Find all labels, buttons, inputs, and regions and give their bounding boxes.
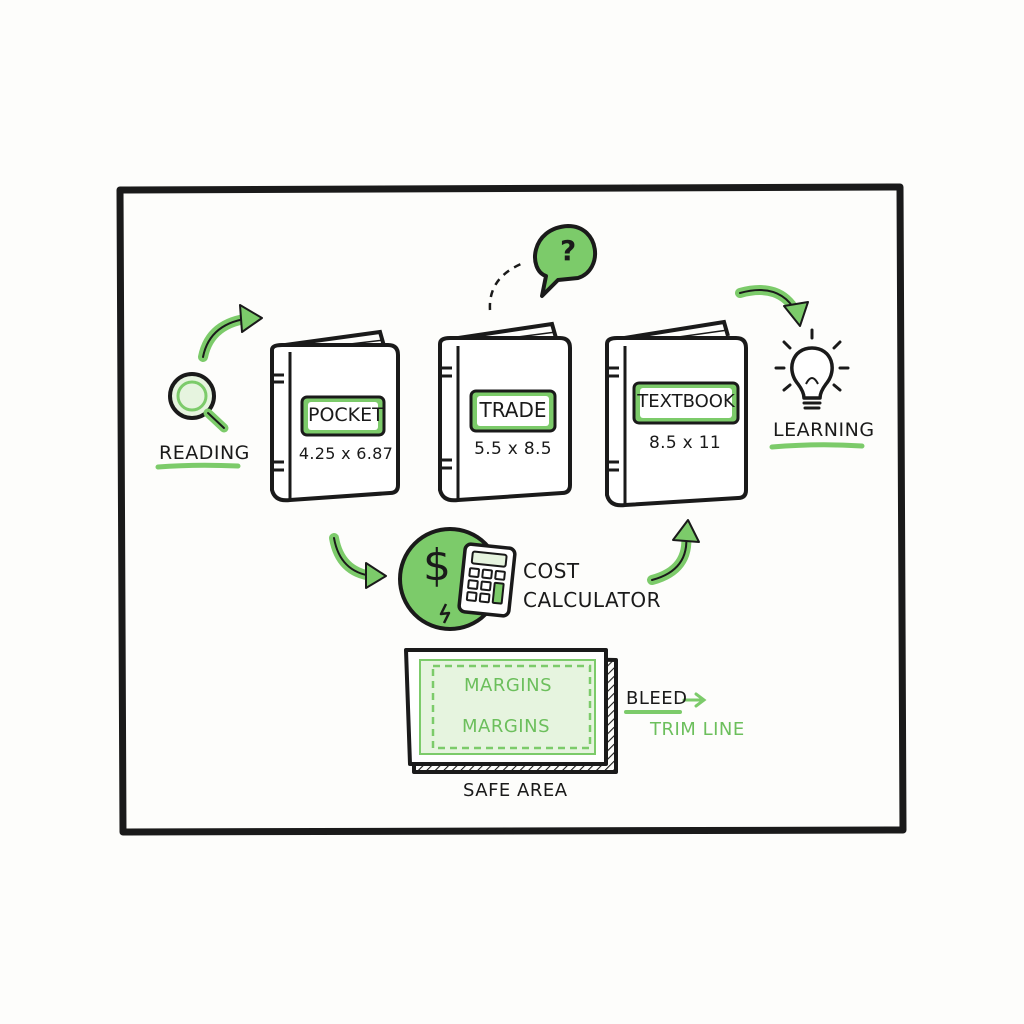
safe-area-label: SAFE AREA (463, 780, 568, 801)
cost-label: COST (523, 559, 580, 583)
learning-underline (769, 442, 865, 450)
outer-frame (116, 183, 907, 836)
arrow-reading-to-pocket (198, 304, 263, 362)
dashed-connector (488, 260, 527, 311)
magnifier-icon (168, 372, 229, 433)
arrow-pocket-to-calculator (329, 533, 387, 589)
book-pocket-shape (270, 329, 400, 503)
arrow-calculator-to-textbook (647, 519, 700, 585)
book-textbook-size: 8.5 x 11 (649, 433, 721, 453)
trim-line-label: TRIM LINE (650, 719, 745, 740)
question-bubble-icon (533, 224, 598, 298)
calculator-label: CALCULATOR (523, 588, 661, 612)
learning-label: LEARNING (773, 419, 875, 441)
question-mark-symbol: ? (560, 234, 577, 267)
book-trade-size: 5.5 x 8.5 (474, 439, 552, 459)
book-trade-name: TRADE (479, 398, 547, 422)
bleed-arrow-icon (682, 692, 707, 708)
lightbulb-icon (774, 328, 850, 410)
reading-underline (155, 462, 241, 470)
margins-label-top: MARGINS (464, 675, 552, 696)
book-trade-shape (438, 321, 572, 503)
page-layout-diagram (404, 648, 618, 774)
book-pocket-name: POCKET (308, 404, 384, 426)
book-textbook-name: TEXTBOOK (637, 391, 735, 412)
bleed-label: BLEED (626, 688, 688, 709)
margins-label-bottom: MARGINS (462, 716, 550, 737)
book-pocket-size: 4.25 x 6.87 (298, 444, 394, 463)
arrow-textbook-to-learning (735, 285, 809, 327)
book-textbook-shape (605, 319, 748, 508)
dollar-sign-symbol: $ (423, 540, 452, 591)
reading-label: READING (159, 442, 250, 464)
cost-calculator-icon (398, 527, 517, 631)
